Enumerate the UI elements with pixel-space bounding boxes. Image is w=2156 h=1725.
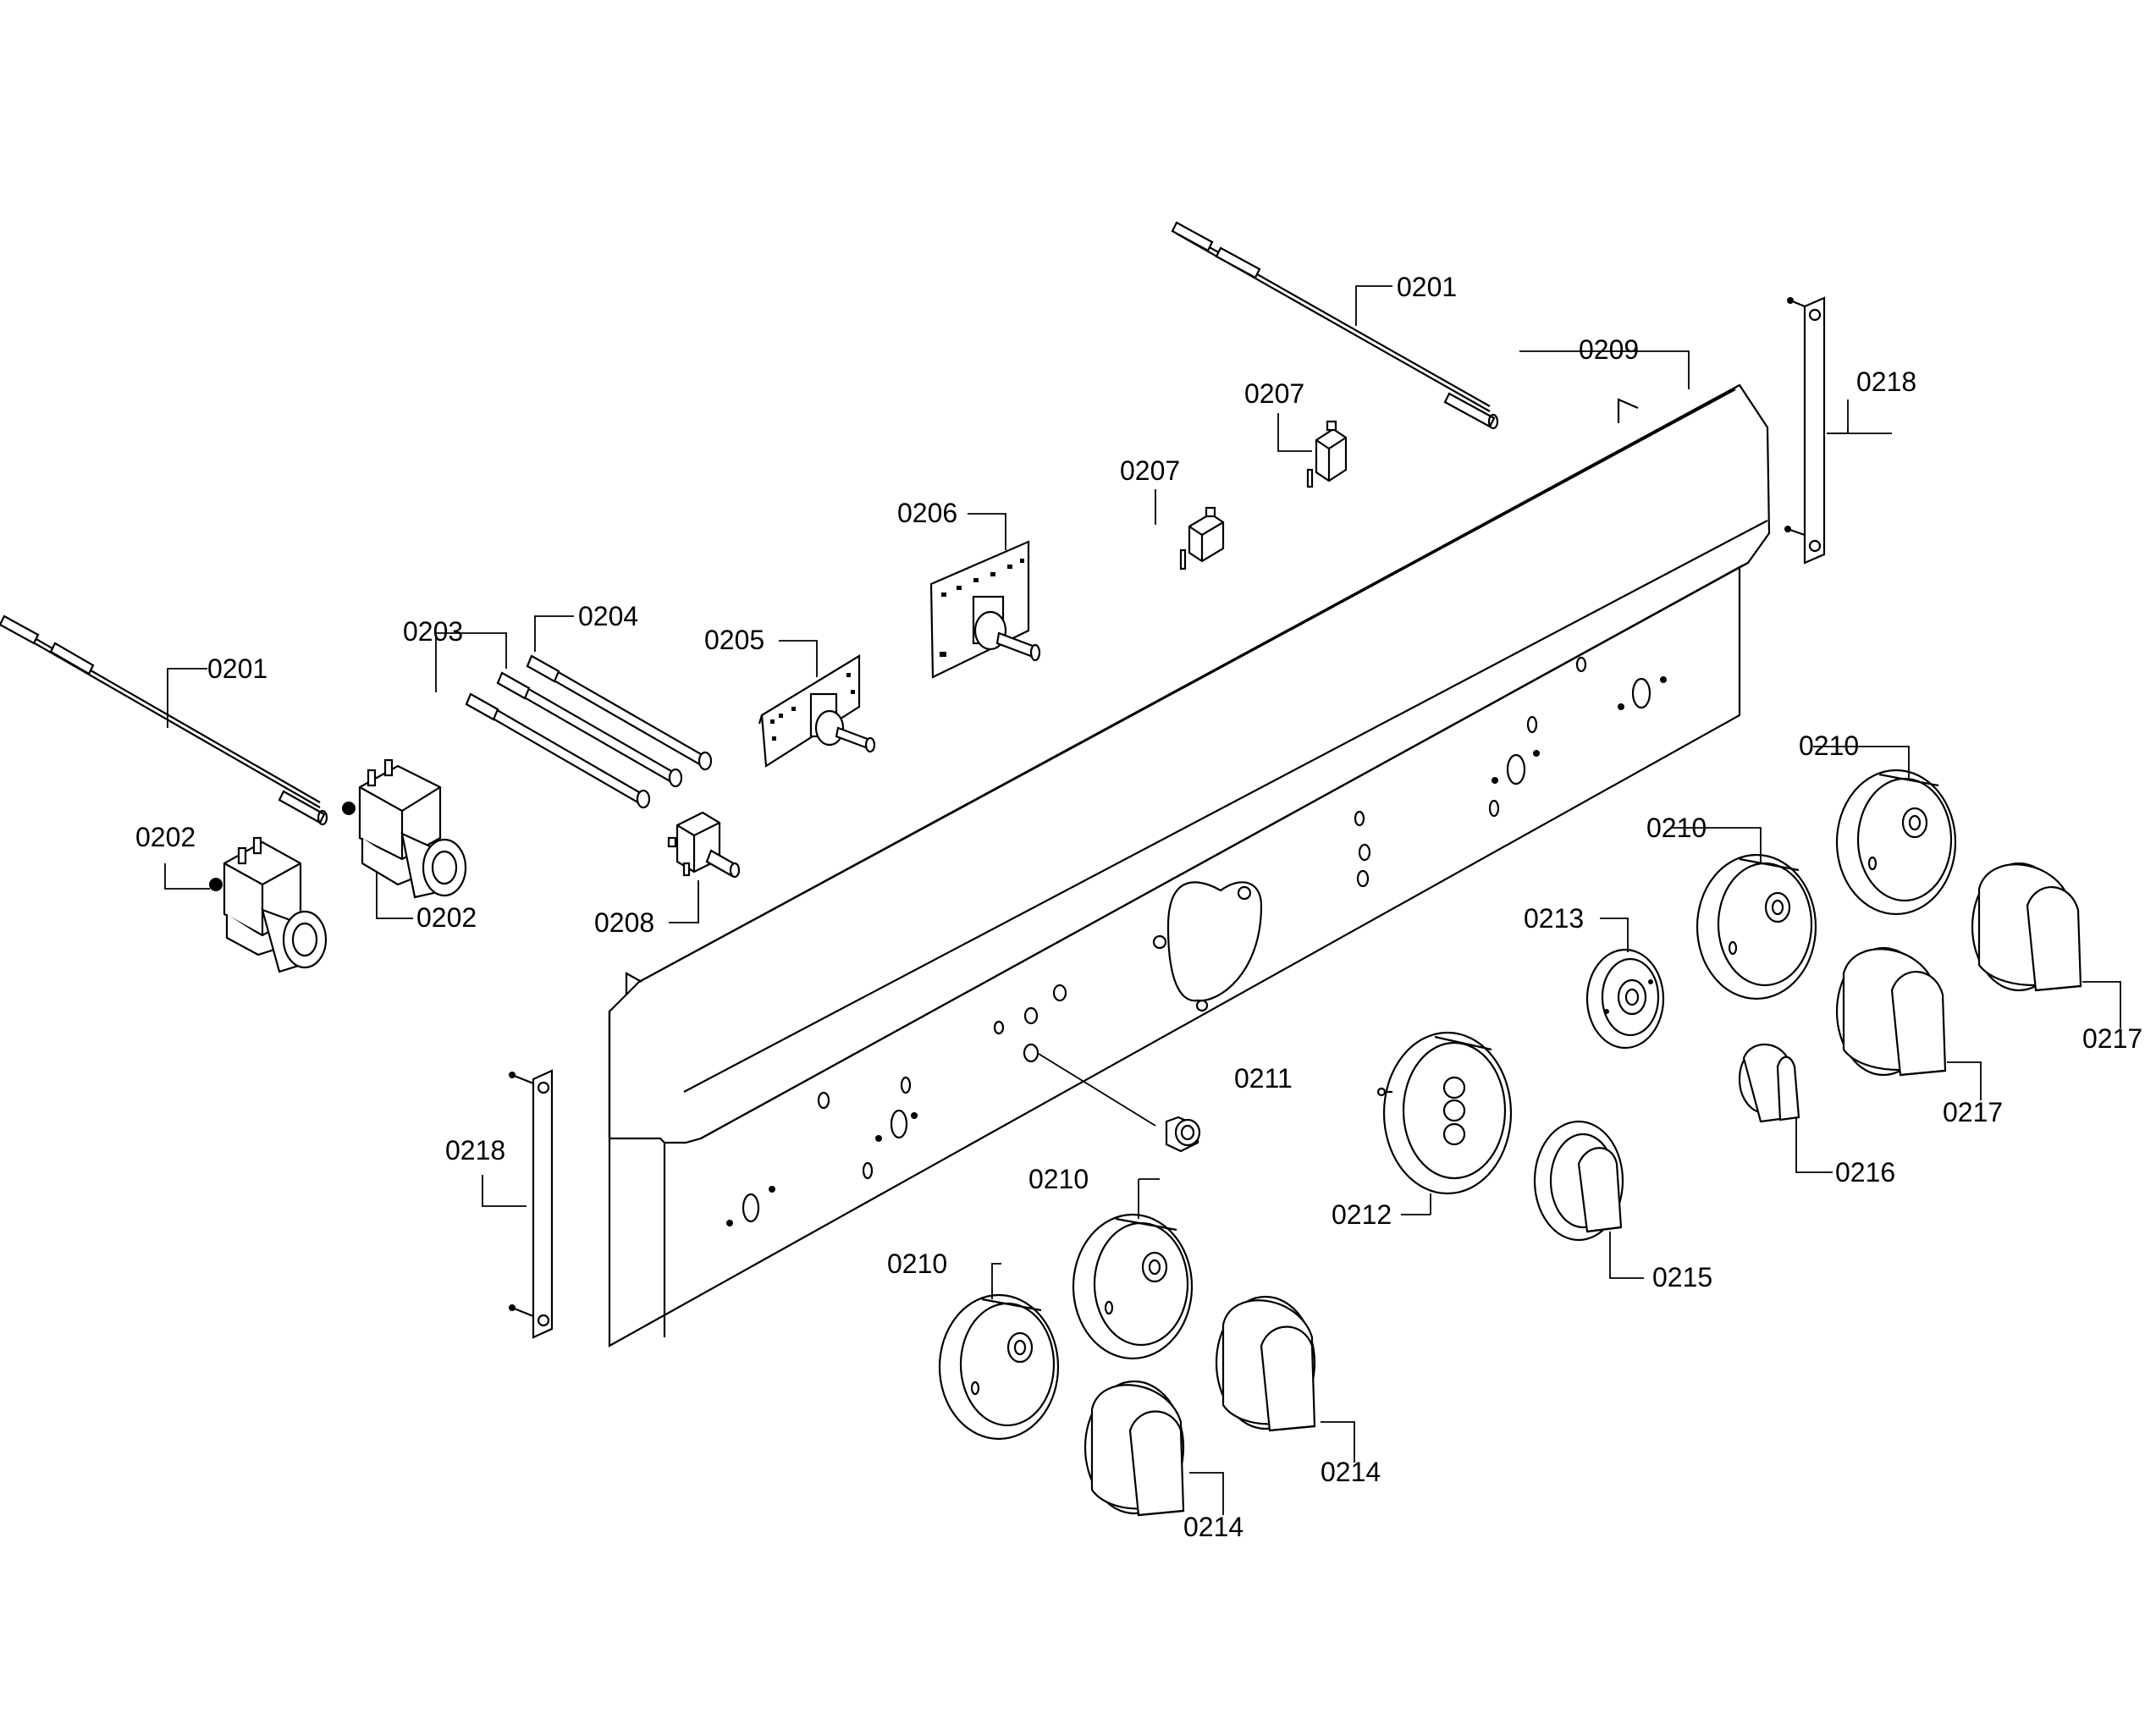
label-0206: 0206 [897,498,957,528]
label-0207-left: 0207 [1120,455,1180,486]
bracket-0218-left [509,1069,554,1339]
part-labels: 0201 0201 0202 0202 0203 0204 0205 0206 … [135,272,2142,1542]
heater-rod-0203-lower [465,692,651,809]
control-knob-0217-lower [1835,946,1947,1077]
control-knob-0217-upper [1971,862,2082,992]
label-0201-left: 0201 [207,653,267,684]
leader-lines [164,285,2121,1515]
label-0212: 0212 [1332,1199,1392,1230]
label-0215: 0215 [1652,1262,1712,1292]
thermocouple-0201-top [1171,221,1499,430]
label-0204: 0204 [578,601,638,631]
knob-ring-0210-b [1072,1213,1194,1360]
knob-ring-0210-d [1835,769,1957,916]
small-ring-0213 [1585,948,1665,1050]
label-0211: 0211 [1234,1063,1293,1094]
label-0214-lower: 0214 [1183,1512,1243,1542]
microswitch-0207-left [1179,506,1225,570]
spacer-0211 [1165,1116,1201,1153]
control-knob-0214-upper [1215,1295,1316,1432]
toggle-switch-0208 [667,811,741,879]
label-0205: 0205 [704,625,764,655]
label-0210-d: 0210 [1799,730,1859,761]
control-panel-0209 [608,383,1771,1347]
heater-rod-0204 [526,654,713,771]
solenoid-valve-0202-lower [209,836,328,973]
label-0217-lower: 0217 [1943,1097,2003,1127]
timer-module-0206 [929,540,1041,679]
solenoid-valve-0202-upper [342,758,467,899]
label-0213: 0213 [1524,903,1584,934]
label-0208: 0208 [594,907,654,938]
selector-switch-0205 [758,654,876,768]
heater-rod-0203-upper [496,671,683,788]
label-0210-c: 0210 [1646,813,1707,843]
thermocouple-0201-left [0,614,328,826]
label-0201-top: 0201 [1397,272,1457,302]
control-knob-0214-lower [1084,1380,1185,1517]
control-knob-0215 [1533,1120,1624,1242]
label-0210-a: 0210 [887,1248,947,1279]
knob-ring-0210-a [938,1293,1060,1441]
label-0214-upper: 0214 [1321,1457,1381,1487]
bracket-0218-right [1784,296,1826,565]
label-0202-upper: 0202 [416,902,477,933]
label-0218-left: 0218 [445,1135,505,1166]
label-0210-b: 0210 [1028,1164,1089,1194]
label-0217-upper: 0217 [2082,1023,2142,1054]
label-0209: 0209 [1579,334,1639,365]
control-knob-0216 [1738,1043,1800,1123]
knob-ring-0210-c [1696,853,1817,1000]
display-ring-0212 [1376,1031,1513,1195]
label-0202-lower: 0202 [135,822,196,852]
label-0207-right: 0207 [1244,378,1304,409]
label-0203: 0203 [403,616,463,647]
label-0216: 0216 [1835,1157,1895,1188]
microswitch-0207-right [1306,420,1348,488]
label-0218-right: 0218 [1856,366,1916,397]
